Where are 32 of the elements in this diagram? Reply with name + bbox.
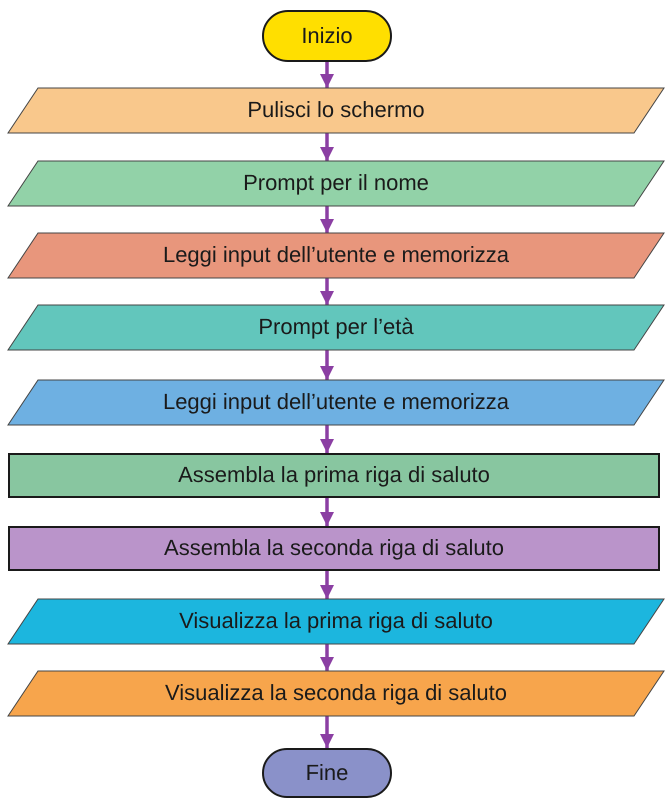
process-box [8,526,660,571]
arrow [320,716,334,748]
node-label: Visualizza la prima riga di saluto [179,609,493,634]
node-label: Inizio [301,24,353,48]
arrow [320,206,334,233]
arrow [320,571,334,599]
io-parallelogram [8,671,664,716]
io-parallelogram [8,161,664,206]
node-label: Prompt per l’età [258,315,414,340]
io-parallelogram [8,88,664,133]
terminal-shape [262,10,392,62]
arrow [320,133,334,161]
node-label: Leggi input dell’utente e memorizza [162,243,510,268]
io-parallelogram [8,233,664,278]
arrow [320,350,334,380]
node-label: Leggi input dell’utente e memorizza [162,390,510,415]
node-label: Pulisci lo schermo [247,98,425,123]
node-label: Prompt per il nome [243,171,429,196]
node-label: Assembla la seconda riga di saluto [164,536,504,561]
arrow [320,644,334,671]
io-parallelogram [8,599,664,644]
terminal-shape [262,748,392,798]
process-box [8,453,660,498]
arrow [320,425,334,453]
arrow [320,498,334,526]
io-parallelogram [8,380,664,425]
arrow [320,278,334,305]
node-label: Visualizza la seconda riga di saluto [164,681,508,706]
arrow [320,62,334,88]
node-label: Fine [306,760,348,786]
io-parallelogram [8,305,664,350]
node-label: Assembla la prima riga di saluto [178,463,490,488]
